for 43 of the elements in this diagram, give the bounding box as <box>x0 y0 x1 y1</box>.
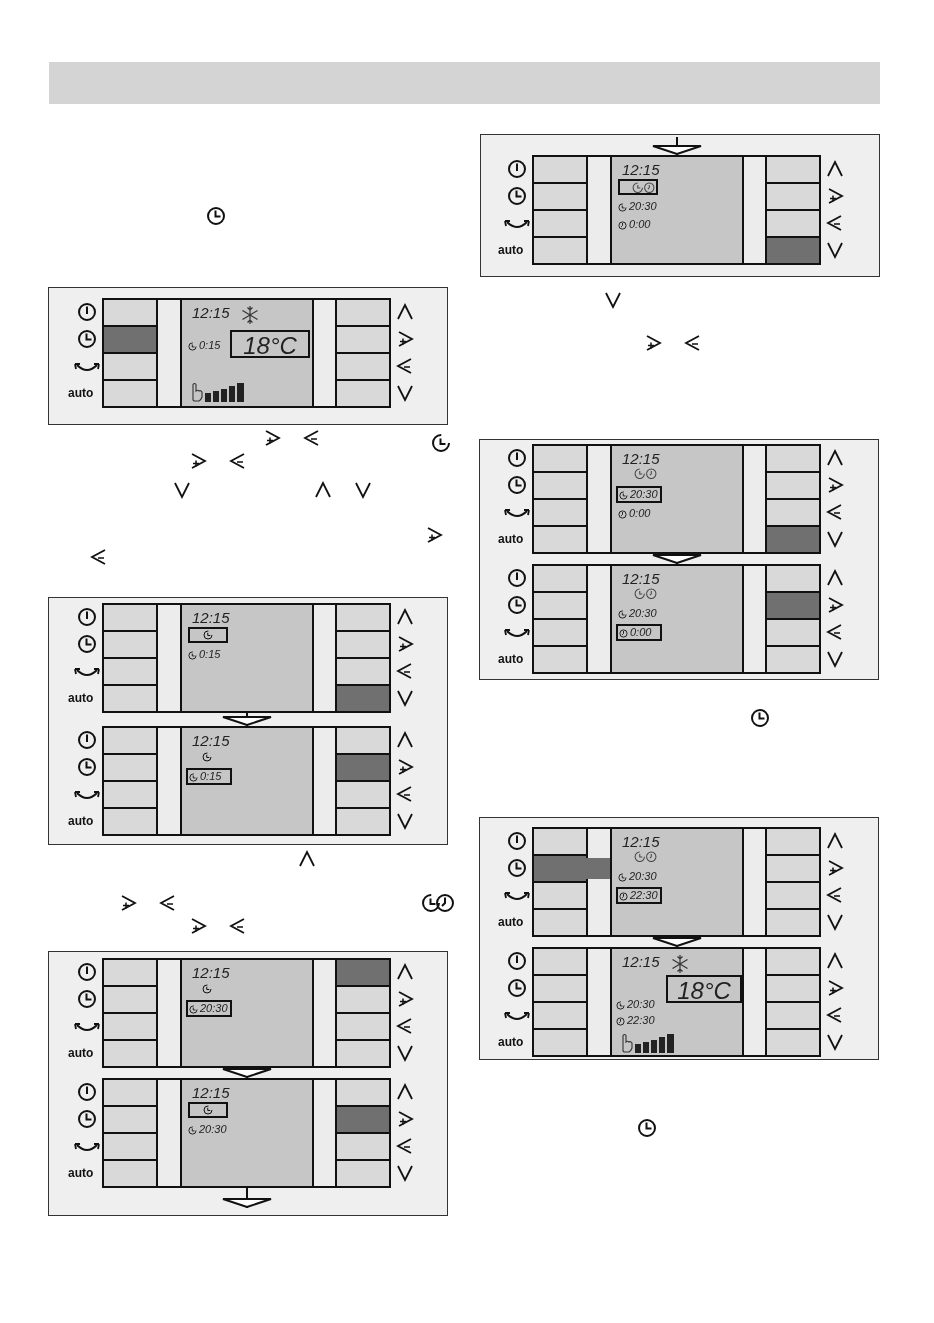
timer-value: 20:30 <box>630 489 658 500</box>
timer-value: 0:15 <box>199 649 221 660</box>
mode-label: auto <box>498 915 524 929</box>
display-time: 12:15 <box>192 965 230 980</box>
mode-label: auto <box>68 1046 94 1060</box>
timer-value: 22:30 <box>627 1015 655 1026</box>
timer-value: 22:30 <box>630 890 658 901</box>
display-time: 12:15 <box>622 451 660 466</box>
temperature-readout: 18°C <box>230 330 310 358</box>
flow-arrow <box>222 1187 272 1209</box>
display-time: 12:15 <box>622 162 660 177</box>
display-time: 12:15 <box>192 733 230 748</box>
timer-value: 20:30 <box>629 608 657 619</box>
timer-value: 0:15 <box>200 771 222 782</box>
flow-arrow <box>652 936 702 948</box>
display-time: 12:15 <box>192 305 230 320</box>
flow-arrow <box>652 553 702 565</box>
mode-label: auto <box>498 243 524 257</box>
display-time: 12:15 <box>192 1085 230 1100</box>
timer-value: 0:00 <box>629 219 651 230</box>
timer-value: 20:30 <box>200 1003 228 1014</box>
timer-value: 0:00 <box>629 508 651 519</box>
mode-label: auto <box>498 652 524 666</box>
display-time: 12:15 <box>622 834 660 849</box>
timer-value: 20:30 <box>199 1124 227 1135</box>
timer-value: 20:30 <box>629 871 657 882</box>
display-time: 12:15 <box>192 610 230 625</box>
mode-label: auto <box>68 814 94 828</box>
flow-arrow <box>222 712 272 727</box>
timer-value: 0:00 <box>630 627 652 638</box>
temperature-readout: 18°C <box>666 975 742 1003</box>
display-time: 12:15 <box>622 954 660 969</box>
mode-label: auto <box>68 1166 94 1180</box>
mode-label: auto <box>498 1035 524 1049</box>
timer-value: 20:30 <box>629 201 657 212</box>
timer-value: 0:15 <box>199 340 221 351</box>
flow-arrow <box>222 1067 272 1079</box>
display-time: 12:15 <box>622 571 660 586</box>
timer-value: 20:30 <box>627 999 655 1010</box>
mode-label: auto <box>68 386 94 400</box>
mode-label: auto <box>68 691 94 705</box>
mode-label: auto <box>498 532 524 546</box>
flow-arrow <box>652 136 702 156</box>
